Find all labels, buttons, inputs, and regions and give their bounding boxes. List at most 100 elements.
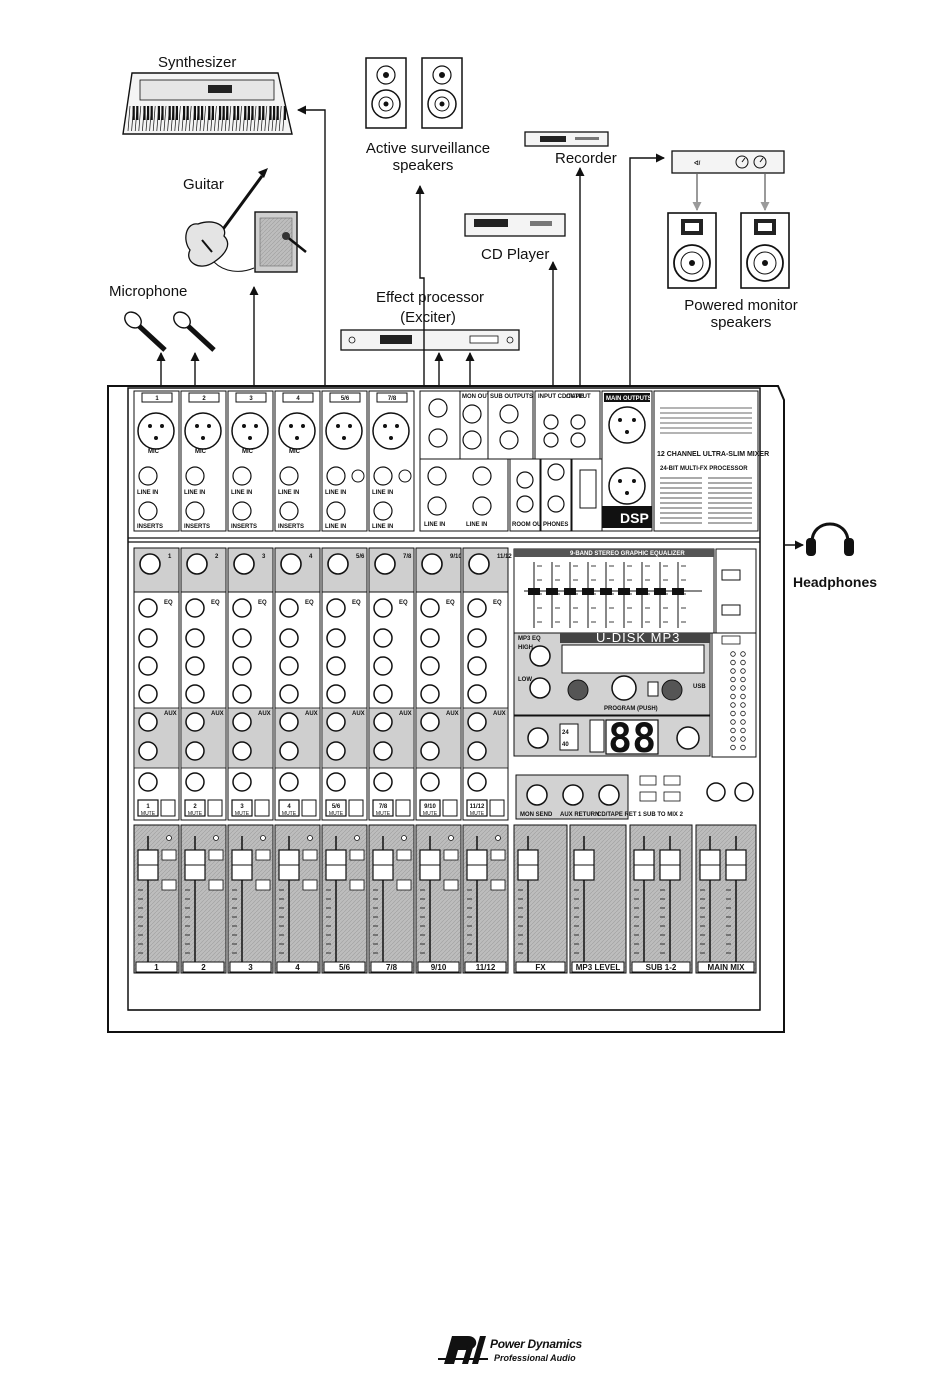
eq-knob[interactable] xyxy=(279,598,299,618)
mute-button[interactable] xyxy=(466,799,488,817)
aux-knob[interactable] xyxy=(373,741,393,761)
eq-knob[interactable] xyxy=(373,628,393,648)
eq-knob[interactable] xyxy=(467,684,487,704)
aux-knob[interactable] xyxy=(467,712,487,732)
mute-button[interactable] xyxy=(184,799,206,817)
output-label: OUTPUT xyxy=(566,394,591,400)
pan-knob[interactable] xyxy=(185,772,205,792)
fx-title: 24-BIT MULTI-FX PROCESSOR xyxy=(660,466,748,472)
aux-knob[interactable] xyxy=(279,741,299,761)
aux-knob[interactable] xyxy=(138,741,158,761)
eq-knob[interactable] xyxy=(420,656,440,676)
aux-knob[interactable] xyxy=(185,712,205,732)
eq-knob[interactable] xyxy=(232,656,252,676)
microphone-label: Microphone xyxy=(109,283,187,300)
eq-knob[interactable] xyxy=(185,656,205,676)
sub-button[interactable] xyxy=(349,879,365,891)
pan-knob[interactable] xyxy=(326,772,346,792)
mute-label: MUTE xyxy=(423,811,438,817)
fader-strip-label: MAIN MIX xyxy=(708,963,746,972)
eq-knob[interactable] xyxy=(279,628,299,648)
eq-knob[interactable] xyxy=(138,598,158,618)
solo-button[interactable] xyxy=(349,849,365,861)
eq-knob[interactable] xyxy=(279,656,299,676)
eq-knob[interactable] xyxy=(279,684,299,704)
eq-knob[interactable] xyxy=(420,684,440,704)
gain-knob[interactable] xyxy=(468,553,490,575)
eq-knob[interactable] xyxy=(138,656,158,676)
eq-knob[interactable] xyxy=(373,684,393,704)
sub-button[interactable] xyxy=(255,879,271,891)
pan-knob[interactable] xyxy=(467,772,487,792)
eq-knob[interactable] xyxy=(467,598,487,618)
aux-knob[interactable] xyxy=(279,712,299,732)
aux-knob[interactable] xyxy=(232,712,252,732)
pan-knob[interactable] xyxy=(138,772,158,792)
sub-button[interactable] xyxy=(302,879,318,891)
gain-knob[interactable] xyxy=(421,553,443,575)
mute-button[interactable] xyxy=(231,799,253,817)
pan-knob[interactable] xyxy=(279,772,299,792)
eq-knob[interactable] xyxy=(185,684,205,704)
eq-knob[interactable] xyxy=(185,628,205,648)
solo-button[interactable] xyxy=(302,849,318,861)
solo-button[interactable] xyxy=(396,849,412,861)
solo-button[interactable] xyxy=(255,849,271,861)
aux-knob[interactable] xyxy=(326,712,346,732)
eq-knob[interactable] xyxy=(326,684,346,704)
eq-knob[interactable] xyxy=(185,598,205,618)
aux-knob[interactable] xyxy=(326,741,346,761)
mute-button[interactable] xyxy=(137,799,159,817)
pan-knob[interactable] xyxy=(420,772,440,792)
aux-knob[interactable] xyxy=(232,741,252,761)
eq-knob[interactable] xyxy=(138,628,158,648)
aux-knob[interactable] xyxy=(420,741,440,761)
gain-knob[interactable] xyxy=(327,553,349,575)
sub-button[interactable] xyxy=(396,879,412,891)
sub-button[interactable] xyxy=(443,879,459,891)
aux-knob[interactable] xyxy=(138,712,158,732)
mute-button[interactable] xyxy=(372,799,394,817)
active-speaker-left xyxy=(365,57,407,129)
pan-knob[interactable] xyxy=(373,772,393,792)
aux-knob[interactable] xyxy=(420,712,440,732)
eq-knob[interactable] xyxy=(467,656,487,676)
mute-button[interactable] xyxy=(325,799,347,817)
room-out-label: ROOM OUT xyxy=(512,522,545,528)
aux-knob[interactable] xyxy=(467,741,487,761)
eq-knob[interactable] xyxy=(138,684,158,704)
mute-strip-number: 7/8 xyxy=(379,804,388,810)
mute-button[interactable] xyxy=(419,799,441,817)
eq-knob[interactable] xyxy=(467,628,487,648)
solo-button[interactable] xyxy=(443,849,459,861)
solo-button[interactable] xyxy=(490,849,506,861)
eq-knob[interactable] xyxy=(232,598,252,618)
gain-knob[interactable] xyxy=(374,553,396,575)
aux-knob[interactable] xyxy=(373,712,393,732)
gain-knob[interactable] xyxy=(186,553,208,575)
eq-knob[interactable] xyxy=(373,656,393,676)
eq-knob[interactable] xyxy=(420,628,440,648)
mute-button[interactable] xyxy=(278,799,300,817)
solo-button[interactable] xyxy=(208,849,224,861)
sub-button[interactable] xyxy=(208,879,224,891)
sub-button[interactable] xyxy=(161,879,177,891)
gain-knob[interactable] xyxy=(139,553,161,575)
mute-strip-number: 1 xyxy=(146,804,150,810)
sub-button[interactable] xyxy=(490,879,506,891)
eq-knob[interactable] xyxy=(326,628,346,648)
eq-knob[interactable] xyxy=(232,684,252,704)
eq-knob[interactable] xyxy=(232,628,252,648)
eq-knob[interactable] xyxy=(326,656,346,676)
eq-knob[interactable] xyxy=(420,598,440,618)
gain-knob[interactable] xyxy=(280,553,302,575)
solo-button[interactable] xyxy=(161,849,177,861)
pan-knob[interactable] xyxy=(232,772,252,792)
gain-knob[interactable] xyxy=(233,553,255,575)
aux-knob[interactable] xyxy=(185,741,205,761)
eq-knob[interactable] xyxy=(326,598,346,618)
eq-knob[interactable] xyxy=(373,598,393,618)
